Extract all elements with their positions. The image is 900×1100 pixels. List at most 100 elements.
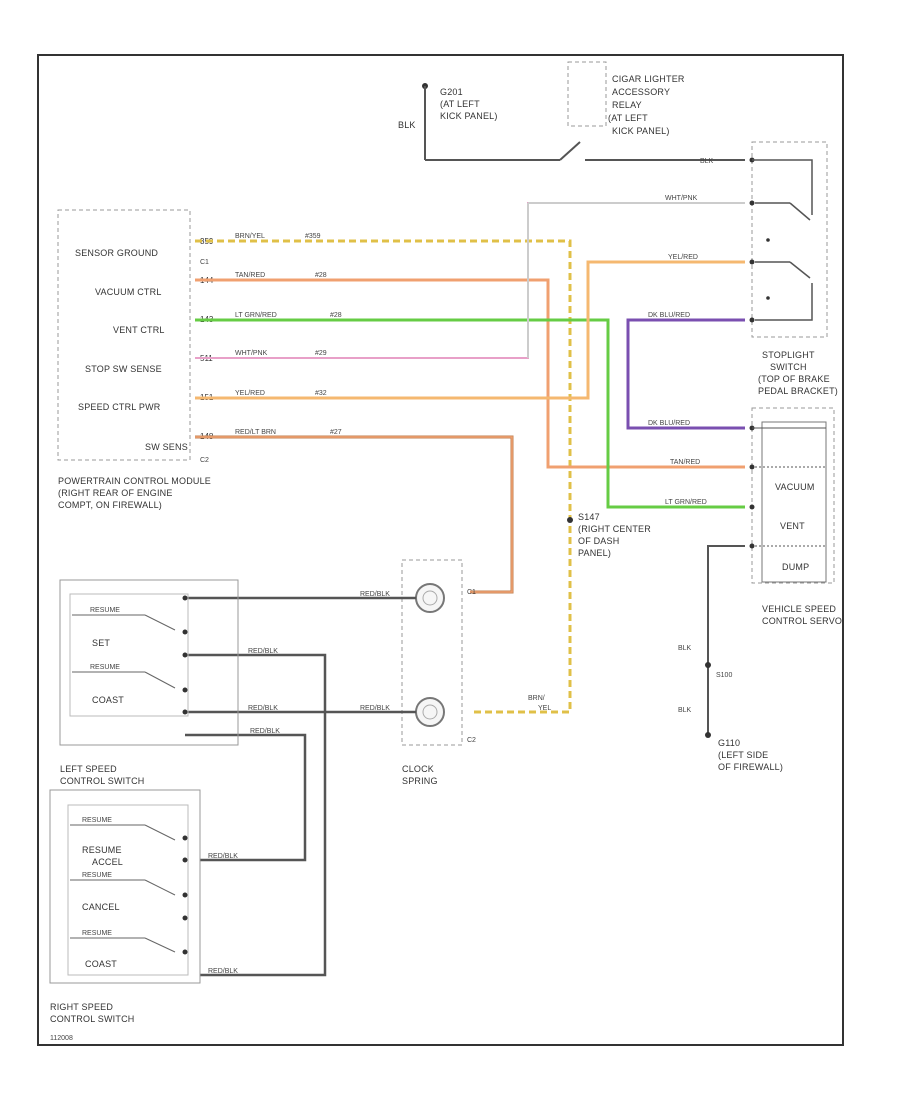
blk-top-label: BLK [700,158,714,165]
wire-yel-red-color: YEL/RED [235,390,265,397]
g201-desc-2: KICK PANEL) [440,111,498,121]
pcm-pin-stop-sw-sense: STOP SW SENSE [85,364,162,374]
g110-splice: S100 [716,672,732,679]
right-switch-indicator-1: RESUME [82,817,112,824]
stoplight-caption-4: PEDAL BRACKET) [758,386,838,396]
servo-caption-2: CONTROL SERVO [762,616,842,626]
left-switch-coast: COAST [92,695,124,705]
left-switch-caption-1: LEFT SPEED [60,764,117,774]
stoplight-caption-2: SWITCH [770,362,807,372]
left-switch-indicator-1: RESUME [90,607,120,614]
wire-switch-3: RED/BLK [248,705,278,712]
wire-tan-red [195,278,745,469]
right-switch-coast: COAST [85,959,117,969]
pcm-caption-2: (RIGHT REAR OF ENGINE [58,488,173,498]
g110-id: G110 [718,738,740,748]
wire-switch-2: RED/BLK [248,648,278,655]
wire-lt-grn-red-servo: LT GRN/RED [665,499,707,506]
wire-lt-grn-red [195,318,745,509]
clock-spring-c2: C2 [467,737,476,744]
wire-switch-5: RED/BLK [250,728,280,735]
wire-yel-red [195,260,745,400]
pcm-pin-sensor-ground: SENSOR GROUND [75,248,158,258]
blk-g110-b: BLK [678,707,692,714]
pcm-caption-1: POWERTRAIN CONTROL MODULE [58,476,211,486]
wire-wht-pnk-color: WHT/PNK [235,350,268,357]
wire-yel-red-circuit: #32 [315,390,327,397]
relay-line-3: RELAY [612,100,642,110]
wire-tan-red-color: TAN/RED [235,272,265,279]
lighter-relay: CIGAR LIGHTER ACCESSORY RELAY (AT LEFT K… [567,61,685,136]
wire-brn-yel-color: BRN/YEL [235,233,265,240]
wire-switch-1: RED/BLK [360,591,390,598]
stoplight-switch [749,141,828,338]
wire-dk-blu-red-2: DK BLU/RED [648,420,690,427]
right-speed-control-switch: RESUME RESUME RESUME RESUME ACCEL CANCEL… [49,789,201,984]
relay-line-1: CIGAR LIGHTER [612,74,685,84]
wire-dk-blu-red-1: DK BLU/RED [648,312,690,319]
right-switch-resume: RESUME [82,845,122,855]
relay-line-2: ACCESSORY [612,87,670,97]
wire-switch-7: RED/BLK [208,968,238,975]
wire-lt-grn-red-color: LT GRN/RED [235,312,277,319]
clock-spring-c1: C1 [467,589,476,596]
servo-label-vacuum: VACUUM [775,482,815,492]
pcm-pin-sw-sens: SW SENS [145,442,188,452]
powertrain-control-module: SENSOR GROUND VACUUM CTRL VENT CTRL STOP… [57,209,214,464]
g110-desc-1: (LEFT SIDE [718,750,768,760]
wire-yel-red-top: YEL/RED [668,254,698,261]
clock-spring-caption-1: CLOCK [402,764,434,774]
stoplight-caption-3: (TOP OF BRAKE [758,374,830,384]
g110-desc-2: OF FIREWALL) [718,762,783,772]
g201-desc-1: (AT LEFT [440,99,480,109]
wire-switch-6: RED/BLK [208,853,238,860]
pcm-pin-vent-ctrl: VENT CTRL [113,325,165,335]
wire-wht-lt-gray-label: WHT/PNK [665,195,698,202]
wire-lt-grn-red-circuit: #28 [330,312,342,319]
relay-line-4: (AT LEFT [608,113,648,123]
pcm-pin-speed-ctrl-pwr: SPEED CTRL PWR [78,402,161,412]
speed-control-servo: VACUUM VENT DUMP [749,407,835,584]
left-speed-control-switch: RESUME RESUME SET COAST [59,579,239,746]
pcm-pin-vacuum-ctrl: VACUUM CTRL [95,287,162,297]
s147-desc-3: PANEL) [578,548,611,558]
switch-wiring [185,596,416,977]
servo-caption-1: VEHICLE SPEED [762,604,836,614]
right-switch-caption-2: CONTROL SWITCH [50,1014,134,1024]
relay-line-5: KICK PANEL) [612,126,670,136]
g201-wire-color: BLK [398,120,416,130]
pcm-connector-c1: C1 [200,259,209,266]
servo-label-dump: DUMP [782,562,809,572]
right-switch-cancel: CANCEL [82,902,120,912]
ground-g201: G201 (AT LEFT KICK PANEL) BLK [398,83,498,160]
right-switch-indicator-2: RESUME [82,872,112,879]
wire-red-lt-blu [195,435,514,594]
pcm-caption-3: COMPT, ON FIREWALL) [58,500,162,510]
pcm-connector-c2: C2 [200,457,209,464]
left-switch-indicator-2: RESUME [90,664,120,671]
left-switch-caption-2: CONTROL SWITCH [60,776,144,786]
wire-brn-yel-bottom-2: YEL [538,705,551,712]
right-switch-indicator-3: RESUME [82,930,112,937]
blk-g110-a: BLK [678,645,692,652]
wire-brn-yel-bottom-1: BRN/ [528,695,545,702]
wire-dk-blu-red [626,318,745,430]
diagram-frame [37,54,844,1046]
splice-s147 [567,517,573,523]
left-switch-set: SET [92,638,110,648]
clock-spring: C1 C2 [401,559,476,746]
wire-wht-pnk-circuit: #29 [315,350,327,357]
wire-tan-red-circuit: #28 [315,272,327,279]
right-switch-accel: ACCEL [92,857,123,867]
g201-id: G201 [440,87,463,97]
s147-desc-1: (RIGHT CENTER [578,524,651,534]
wire-brn-yel-circuit: #359 [305,233,321,240]
s147-desc-2: OF DASH [578,536,619,546]
clock-spring-caption-2: SPRING [402,776,438,786]
wire-brn-yel [195,239,572,714]
wire-switch-4: RED/BLK [360,705,390,712]
wire-tan-red-servo: TAN/RED [670,459,700,466]
footer-id: 112008 [50,1035,73,1042]
wire-red-lt-blu-circuit: #27 [330,429,342,436]
